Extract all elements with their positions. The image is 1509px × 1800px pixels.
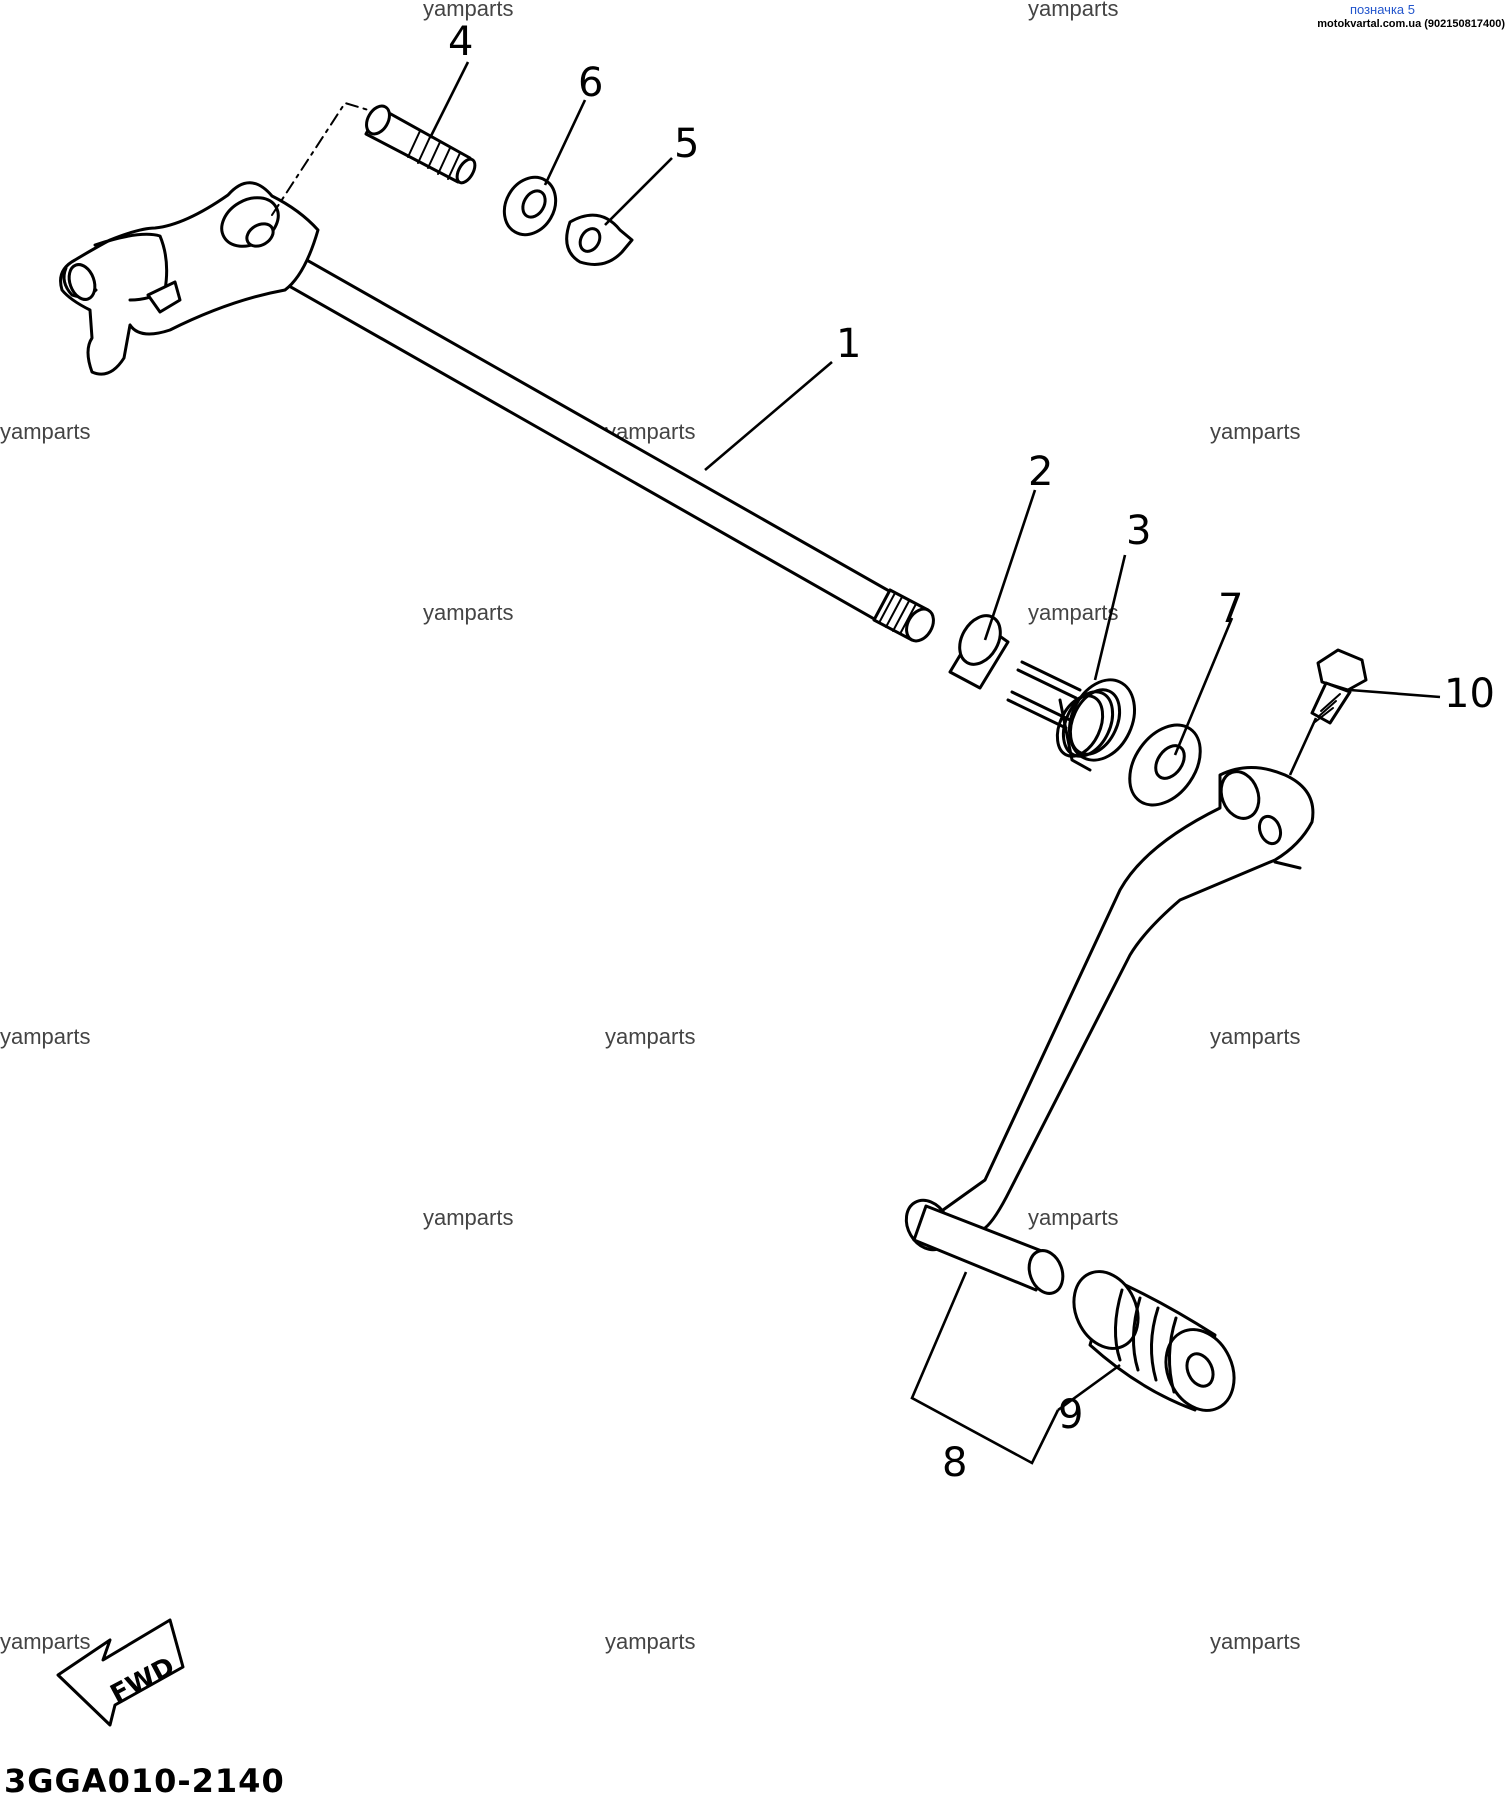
watermark-text: yamparts bbox=[1210, 419, 1300, 444]
pedal-rubber bbox=[1072, 1270, 1236, 1412]
part-number-3: 3 bbox=[1126, 508, 1151, 554]
header-tag: позначка 5 bbox=[1350, 2, 1415, 17]
watermark-text: yamparts bbox=[1028, 0, 1118, 21]
part-number-7: 7 bbox=[1218, 586, 1243, 632]
watermarks: yamparts yamparts yamparts yamparts yamp… bbox=[0, 0, 1300, 1654]
watermark-text: yamparts bbox=[1210, 1024, 1300, 1049]
part-numbers: 4 6 5 1 2 3 7 10 8 9 bbox=[448, 19, 1495, 1486]
part-number-8: 8 bbox=[942, 1440, 967, 1486]
stud-bolt bbox=[364, 104, 477, 185]
header-site: motokvartal.com.ua (902150817400) bbox=[1317, 18, 1505, 30]
lock-washer bbox=[565, 213, 634, 266]
watermark-text: yamparts bbox=[423, 600, 513, 625]
watermark-text: yamparts bbox=[1028, 1205, 1118, 1230]
watermark-text: yamparts bbox=[0, 419, 90, 444]
part-number-4: 4 bbox=[448, 19, 473, 65]
shift-pedal bbox=[904, 766, 1315, 1295]
part-number-2: 2 bbox=[1028, 449, 1053, 495]
watermark-text: yamparts bbox=[0, 1024, 90, 1049]
watermark-text: yamparts bbox=[423, 0, 513, 21]
part-number-6: 6 bbox=[578, 60, 603, 106]
watermark-text: yamparts bbox=[423, 1205, 513, 1230]
collar bbox=[948, 614, 1010, 690]
pinch-bolt bbox=[1310, 648, 1368, 725]
leader-lines bbox=[428, 61, 1441, 1465]
watermark-text: yamparts bbox=[0, 1629, 90, 1654]
shift-shaft bbox=[59, 101, 935, 643]
torsion-spring bbox=[1006, 660, 1136, 772]
diagram-code: 3GGA010-2140 bbox=[4, 1762, 285, 1800]
washer bbox=[1128, 723, 1202, 807]
part-number-5: 5 bbox=[674, 121, 699, 167]
nut bbox=[502, 175, 558, 237]
watermark-text: yamparts bbox=[605, 1024, 695, 1049]
watermark-text: yamparts bbox=[605, 1629, 695, 1654]
part-number-10: 10 bbox=[1444, 671, 1495, 717]
part-number-1: 1 bbox=[836, 321, 861, 367]
watermark-text: yamparts bbox=[1210, 1629, 1300, 1654]
watermark-text: yamparts bbox=[1028, 600, 1118, 625]
part-number-9: 9 bbox=[1058, 1392, 1083, 1438]
